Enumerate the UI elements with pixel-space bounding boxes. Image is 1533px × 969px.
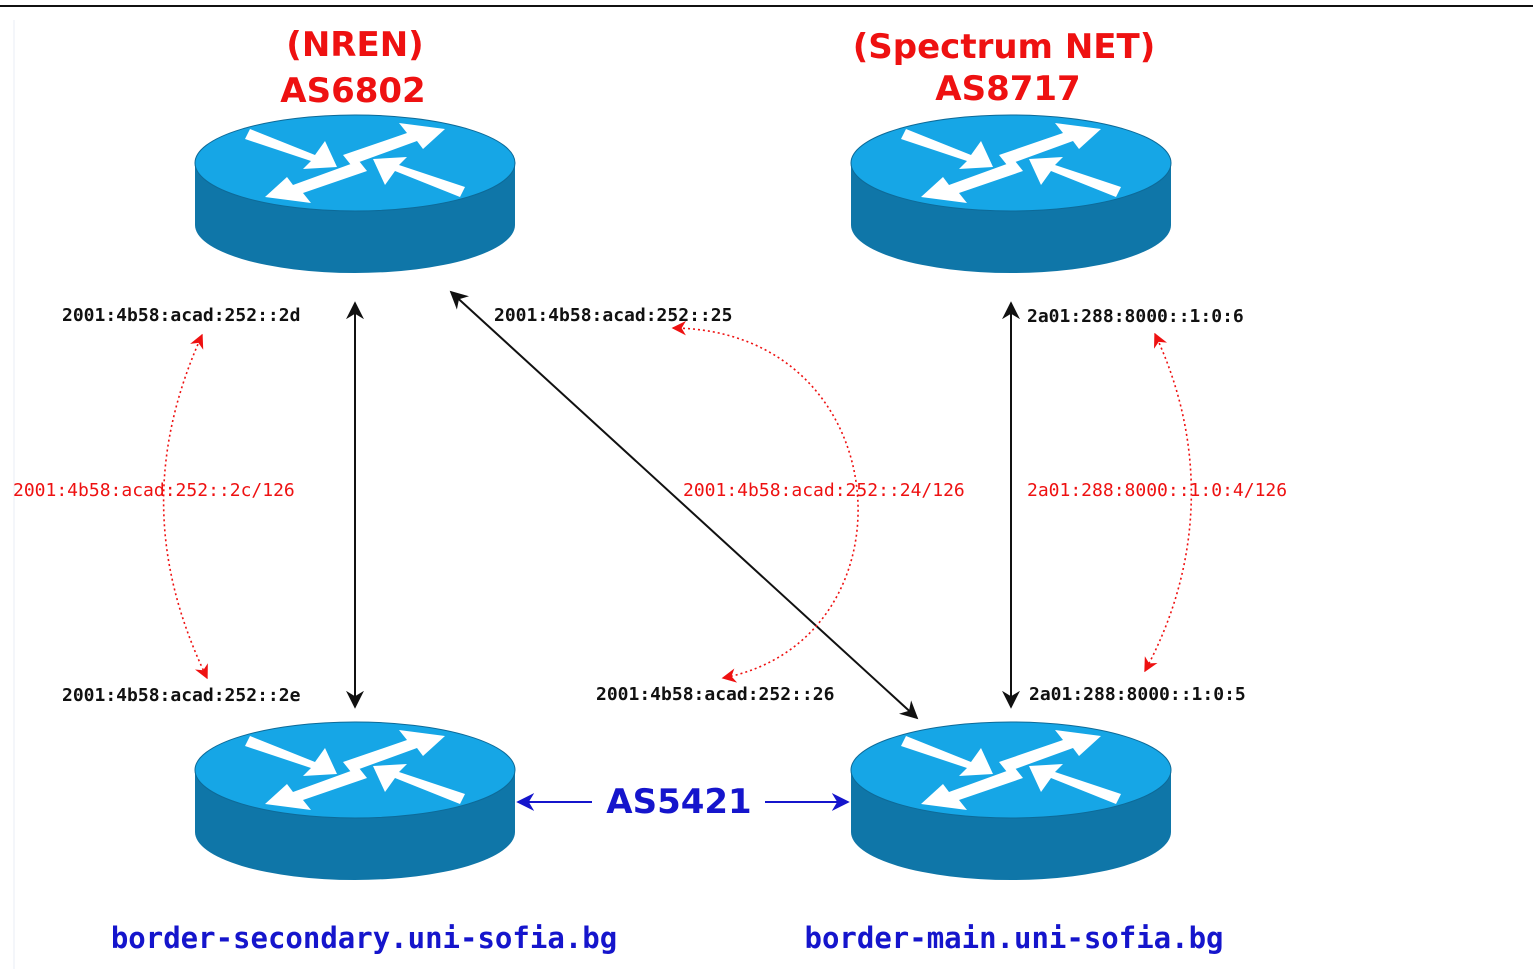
subnet-label-nren-main: 2001:4b58:acad:252::24/126 — [683, 480, 965, 501]
subnet-label-nren-secondary: 2001:4b58:acad:252::2c/126 — [13, 480, 295, 501]
nren-name-label: (NREN) — [286, 25, 423, 65]
router-nren — [194, 114, 516, 274]
addr-nren-secondary-bottom: 2001:4b58:acad:252::2e — [62, 685, 301, 706]
router-icon — [194, 721, 516, 881]
subnet-arc-nren-secondary — [162, 333, 208, 680]
addr-spectrum-main-top: 2a01:288:8000::1:0:6 — [1027, 306, 1244, 327]
subnet-arc-nren-main — [671, 320, 859, 683]
router-border-secondary — [194, 721, 516, 881]
spectrum-name-label: (Spectrum NET) — [853, 27, 1155, 67]
router-icon — [850, 114, 1172, 274]
addr-nren-secondary-top: 2001:4b58:acad:252::2d — [62, 305, 300, 326]
router-icon — [194, 114, 516, 274]
subnet-label-spectrum-main: 2a01:288:8000::1:0:4/126 — [1027, 480, 1287, 501]
addr-nren-main-bottom: 2001:4b58:acad:252::26 — [596, 684, 834, 705]
addr-spectrum-main-bottom: 2a01:288:8000::1:0:5 — [1029, 684, 1246, 705]
addr-nren-main-top: 2001:4b58:acad:252::25 — [494, 305, 732, 326]
hostname-border-secondary: border-secondary.uni-sofia.bg — [111, 921, 617, 955]
router-icon — [850, 721, 1172, 881]
spectrum-as-label: AS8717 — [935, 69, 1080, 109]
router-spectrum — [850, 114, 1172, 274]
router-border-main — [850, 721, 1172, 881]
local-as-label: AS5421 — [606, 782, 751, 822]
subnet-arc-spectrum-main — [1144, 332, 1193, 673]
hostname-border-main: border-main.uni-sofia.bg — [804, 921, 1223, 955]
link-nren-main — [449, 290, 919, 720]
nren-as-label: AS6802 — [280, 71, 425, 111]
